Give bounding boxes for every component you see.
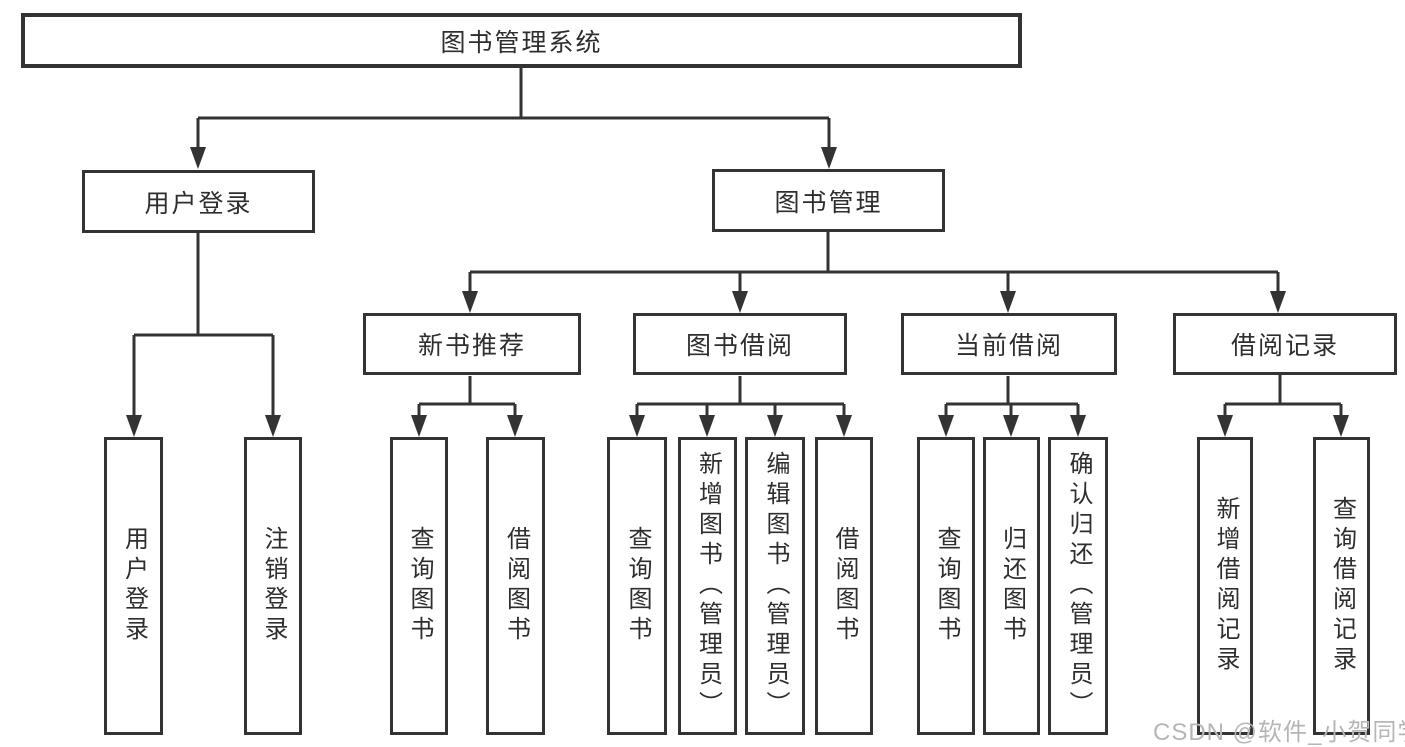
leaf-edit-book-admin-label: 编辑图书（管理员） xyxy=(762,451,789,721)
leaf-logout: 注销登录 xyxy=(244,437,302,735)
leaf-borrow-query-book: 查询图书 xyxy=(607,437,667,735)
leaf-recommend-borrow-book: 借阅图书 xyxy=(486,437,545,735)
node-user-login: 用户登录 xyxy=(82,170,315,233)
connector-book-borrow-to-leaves xyxy=(629,376,852,437)
leaf-add-book-admin: 新增图书（管理员） xyxy=(678,437,737,735)
connector-new-book-recommend-to-leaves xyxy=(411,376,523,437)
connector-book-management-to-level3 xyxy=(462,232,1286,313)
leaf-add-borrow-record: 新增借阅记录 xyxy=(1197,437,1253,735)
leaf-borrow-book: 借阅图书 xyxy=(815,437,873,735)
leaf-confirm-return-admin: 确认归还（管理员） xyxy=(1048,437,1108,735)
node-book-management: 图书管理 xyxy=(712,169,945,232)
leaf-current-query-book: 查询图书 xyxy=(917,437,975,735)
connector-current-borrow-to-leaves xyxy=(938,376,1086,437)
node-borrow-records: 借阅记录 xyxy=(1173,313,1397,375)
node-new-book-recommend: 新书推荐 xyxy=(363,313,581,375)
leaf-user-login: 用户登录 xyxy=(104,437,163,735)
connector-root-to-level2 xyxy=(190,68,837,169)
leaf-return-book: 归还图书 xyxy=(983,437,1040,735)
leaf-recommend-query-book: 查询图书 xyxy=(390,437,448,735)
connector-borrow-records-to-leaves xyxy=(1217,374,1349,437)
leaf-confirm-return-admin-label: 确认归还（管理员） xyxy=(1065,451,1092,721)
node-current-borrow: 当前借阅 xyxy=(901,313,1117,375)
leaf-return-book-label: 归还图书 xyxy=(998,526,1026,646)
node-library-management-system: 图书管理系统 xyxy=(21,13,1022,68)
leaf-logout-label: 注销登录 xyxy=(260,526,287,646)
leaf-user-login-label: 用户登录 xyxy=(120,526,148,646)
leaf-borrow-book-label: 借阅图书 xyxy=(831,526,858,646)
leaf-add-book-admin-label: 新增图书（管理员） xyxy=(694,451,722,721)
leaf-edit-book-admin: 编辑图书（管理员） xyxy=(745,437,805,735)
leaf-query-borrow-record: 查询借阅记录 xyxy=(1313,437,1370,735)
connector-user-login-to-leaves xyxy=(126,233,281,437)
leaf-recommend-query-book-label: 查询图书 xyxy=(406,526,433,646)
csdn-watermark: CSDN @软件_小贺同学 xyxy=(1153,719,1405,746)
leaf-recommend-borrow-book-label: 借阅图书 xyxy=(502,526,530,646)
leaf-current-query-book-label: 查询图书 xyxy=(933,526,960,646)
node-book-borrow: 图书借阅 xyxy=(633,313,847,375)
leaf-add-borrow-record-label: 新增借阅记录 xyxy=(1212,496,1239,676)
leaf-query-borrow-record-label: 查询借阅记录 xyxy=(1328,496,1356,676)
leaf-borrow-query-book-label: 查询图书 xyxy=(624,526,651,646)
